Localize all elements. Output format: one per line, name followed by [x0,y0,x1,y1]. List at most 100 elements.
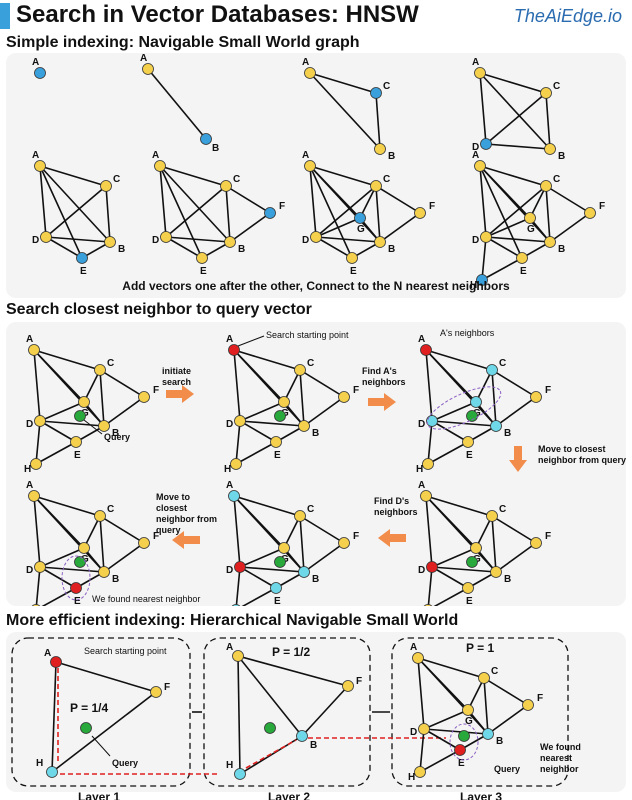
nsw-step8-edge-FB [549,212,591,243]
nsw-step3-label-B: B [388,151,395,162]
search-f4-node-A [28,490,40,502]
hnsw-l3-p-label: P = 1 [466,641,494,655]
hnsw-l2-node-B [296,730,308,742]
search-f4-node-D [34,561,46,573]
nsw-step7-edge-CD [315,185,377,238]
search-f2-node-A [228,344,240,356]
nsw-step7-edge-FB [379,212,421,243]
hnsw-l3-edge-AC [417,657,485,679]
hnsw-l1-edge-AH [51,661,57,773]
nsw-step6-node-A [154,160,166,172]
search-f5-node-D [234,561,246,573]
nsw-step7-edge-CB [375,185,381,243]
search-f1-node-D [34,415,46,427]
nsw-step7-node-C [370,180,382,192]
hnsw-l3-node-G [462,704,474,716]
nsw-step6-node-C [220,180,232,192]
search-f3-edge-CB [491,369,497,427]
nsw-step8-edge-CG [529,185,547,219]
search-f4-edge-DH [35,566,41,606]
nsw-step6-label-E: E [200,266,207,277]
nsw-step6-node-B [224,236,236,248]
nsw-step5-edge-AC [39,165,107,187]
search-f6-edge-AC [425,495,493,517]
search-f2-label-B: B [312,428,319,439]
hnsw-l3-edge-CG [467,677,485,711]
arrow-move-1-shape [509,446,527,472]
search-f2-start-label: Search starting point [266,330,349,340]
nsw-step8-edge-AC [479,165,547,187]
nsw-step6-node-F [264,207,276,219]
hnsw-l3-label-F: F [537,693,543,704]
nsw-step7-edge-CF [375,185,421,214]
section3-title: More efficient indexing: Hierarchical Na… [6,612,459,629]
search-f3-label-B: B [504,428,511,439]
nsw-step8-edge-AD [479,165,487,238]
nsw-step4-edge-AD [479,72,487,145]
search-f6-label-B: B [504,574,511,585]
nsw-step7-label-A: A [302,150,309,161]
nsw-step8-edge-DB [485,236,551,243]
search-f6-label-E: E [466,596,473,606]
search-f1-label-A: A [26,334,33,345]
nsw-step5-edge-AB [39,165,111,243]
nsw-step8-node-C [540,180,552,192]
search-f5-edge-AD [233,495,241,568]
search-f4-node-E [70,582,82,594]
nsw-step6-edge-FB [229,212,271,243]
search-f1-node-B [98,420,110,432]
arrow-move-2 [172,531,200,549]
hnsw-l2-node-A [232,650,244,662]
nsw-step7-label-F: F [429,201,435,212]
nsw-step4-edge-DB [485,143,551,150]
search-f6-edge-CG [475,515,493,549]
search-f4-edge-CF [99,515,145,544]
nsw-step5-label-A: A [32,150,39,161]
hnsw-l1-node-A [50,656,62,668]
search-f3-edge-AC [425,349,493,371]
nsw-step8-label-G: G [527,224,535,235]
nsw-step6-node-D [160,231,172,243]
nsw-step3-label-A: A [302,57,309,68]
search-f2-edge-DB [239,420,305,427]
search-f3-node-H [422,458,434,470]
search-f1-node-E [70,436,82,448]
nsw-step3-label-C: C [383,81,390,92]
hnsw-layer3-box [391,637,569,787]
search-f1-label-B: B [112,428,119,439]
search-f2-edge-AD [233,349,241,422]
search-f5-label-C: C [307,504,314,515]
layer1-label: Layer 1 [78,790,121,800]
hnsw-l1-start-label: Search starting point [84,646,167,656]
move2-label-line1: closest [156,503,187,513]
search-f4-edge-AB [33,495,105,573]
move2-label-line0: Move to [156,492,191,502]
nsw-step7-label-D: D [302,235,309,246]
nsw-step3-node-B [374,143,386,155]
search-f3-edge-AD [425,349,433,422]
search-f4-edge-FB [103,542,145,573]
search-f1-edge-HE [35,441,77,465]
hnsw-l3-label-A: A [410,642,417,653]
nsw-step6-label-F: F [279,201,285,212]
search-f2-label-D: D [226,419,233,430]
search-diagram: ACFDGBEHQueryinitiatesearchACFDGBEHSearc… [24,328,626,606]
search-f5-edge-DH [235,566,241,606]
search-f3-edge-CF [491,369,537,398]
nsw-step4-label-B: B [558,151,565,162]
search-f6-edge-AB [425,495,497,573]
nsw-step8-edge-DH [481,236,487,281]
page-title: Search in Vector Databases: HNSW [16,1,419,28]
search-f3-edge-HE [427,441,469,465]
arrow-move-2-shape [172,531,200,549]
search-f1-edge-AB [33,349,105,427]
nsw-step6-label-C: C [233,174,240,185]
search-f5-edge-DG [239,547,285,568]
section2-title: Search closest neighbor to query vector [6,301,312,318]
search-f3-label-E: E [466,450,473,461]
search-f1-query-label: Query [104,432,130,442]
section1-caption: Add vectors one after the other, Connect… [122,279,510,293]
brand-logo-text: TheAiEdge.io [513,6,622,26]
hnsw-l3-found-ellipse [449,723,479,761]
nsw-step5-label-E: E [80,266,87,277]
